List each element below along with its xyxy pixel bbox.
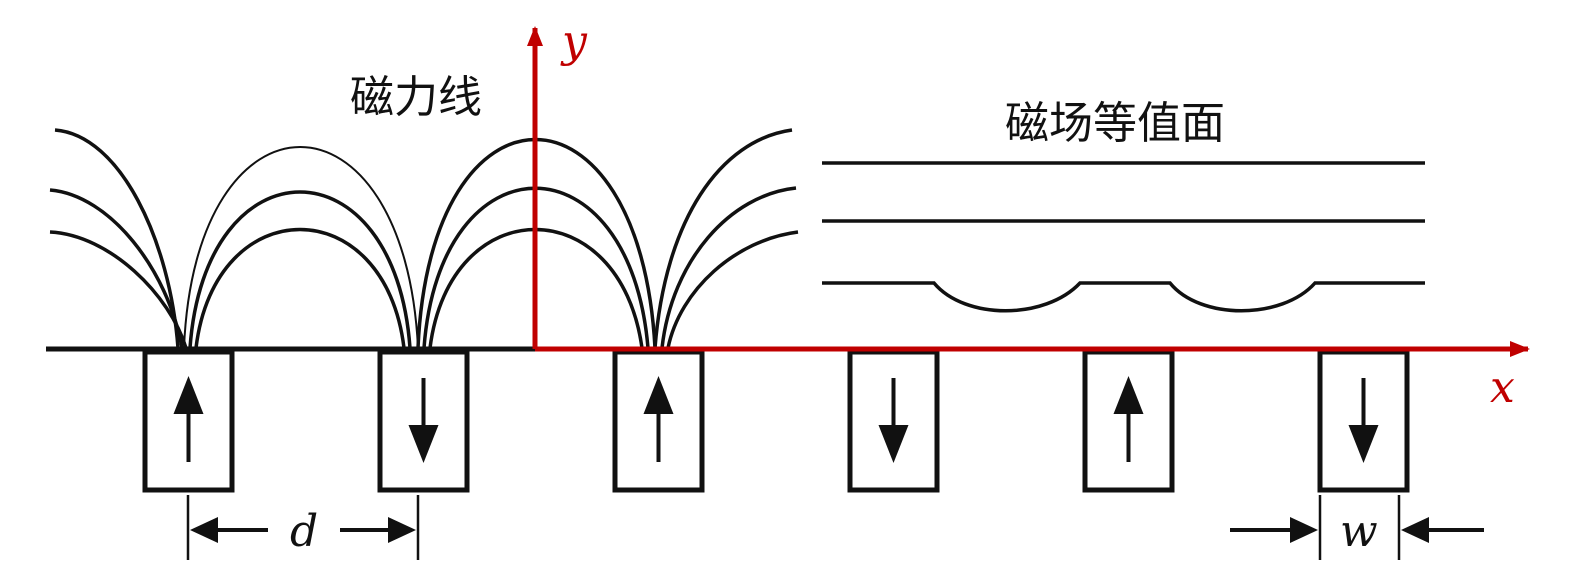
dimension-arrowhead: [388, 517, 416, 543]
magnets: [142, 349, 1410, 493]
dimension-arrowhead: [1290, 517, 1318, 543]
field-lines: [49, 128, 799, 349]
dimension-arrowhead: [1401, 517, 1429, 543]
field-line: [653, 128, 793, 349]
field-line: [49, 188, 184, 349]
width-label: w: [1340, 506, 1378, 557]
magnet-box: [142, 349, 235, 493]
arrow-down-icon: [1348, 425, 1379, 463]
magnet-up: [612, 349, 705, 493]
field-lines-label: 磁力线: [350, 72, 482, 123]
field-line: [54, 128, 180, 349]
field-line: [188, 190, 412, 349]
arrow-down-icon: [878, 425, 909, 463]
arrow-down-icon: [408, 425, 439, 463]
spacing-label: d: [290, 506, 318, 557]
magnet-down: [1317, 349, 1410, 493]
field-line: [183, 146, 419, 349]
spacing-dimension: [186, 495, 420, 560]
magnet-up: [142, 349, 235, 493]
arrow-up-icon: [1113, 376, 1144, 414]
magnet-up: [1082, 349, 1175, 493]
dimension-arrowhead: [190, 517, 218, 543]
equipotential-line: [822, 281, 1425, 313]
equipotential-lines: [822, 161, 1425, 313]
field-line: [49, 230, 188, 349]
y-axis-label: y: [560, 16, 588, 67]
magnet-down: [847, 349, 940, 493]
width-dimension: [1230, 495, 1484, 560]
equipotential-label: 磁场等值面: [1005, 98, 1225, 149]
arrow-up-icon: [643, 376, 674, 414]
magnet-down: [377, 349, 470, 493]
field-line: [660, 186, 797, 349]
arrow-up-icon: [173, 376, 204, 414]
x-axis-label: x: [1490, 362, 1515, 413]
field-line: [194, 227, 406, 349]
field-line: [666, 230, 799, 349]
